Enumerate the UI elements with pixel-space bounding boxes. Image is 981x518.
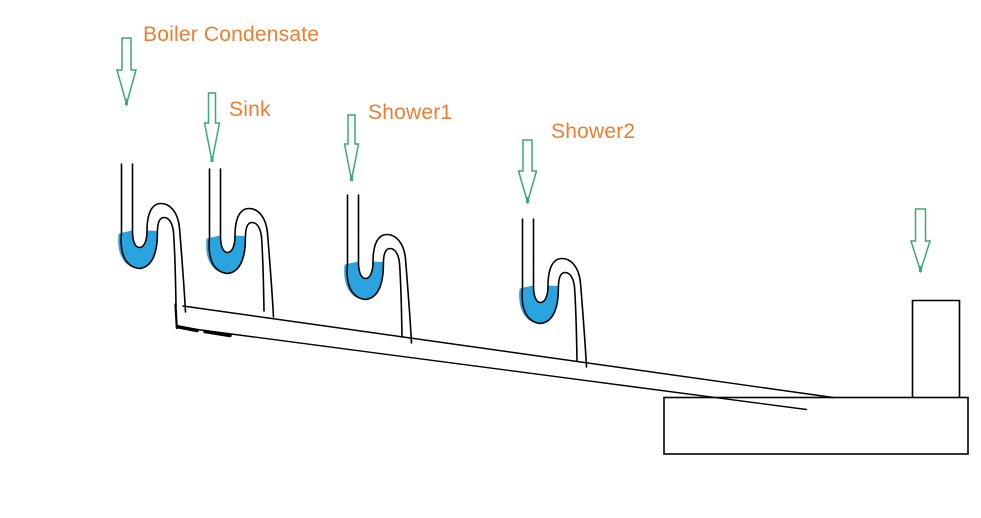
- drain-pipe-thick-stroke-2: [203, 329, 232, 338]
- drain-pipe-left-cap: [174, 303, 178, 330]
- p-trap-boiler-condensate: [117, 163, 187, 313]
- down-arrow-boiler-condensate-icon: [116, 37, 137, 107]
- label-sink: Sink: [229, 98, 271, 121]
- drain-pipe-bottom-line: [177, 326, 808, 411]
- drain-pipe-top-line: [182, 305, 834, 399]
- label-boiler-condensate: Boiler Condensate: [143, 23, 320, 46]
- label-shower2: Shower2: [551, 120, 636, 143]
- right-inlet-pipe: [911, 299, 961, 398]
- down-arrow-right-inlet-icon: [909, 208, 932, 274]
- down-arrow-sink-icon: [203, 92, 221, 162]
- sewer-box: [663, 396, 969, 455]
- down-arrow-shower1-icon: [343, 114, 360, 181]
- p-trap-sink: [205, 168, 275, 318]
- label-shower1: Shower1: [368, 101, 453, 124]
- drain-pipe-thick-stroke-1: [176, 325, 199, 333]
- down-arrow-shower2-icon: [517, 139, 538, 205]
- p-trap-shower1: [343, 194, 413, 344]
- p-trap-shower2: [518, 218, 588, 368]
